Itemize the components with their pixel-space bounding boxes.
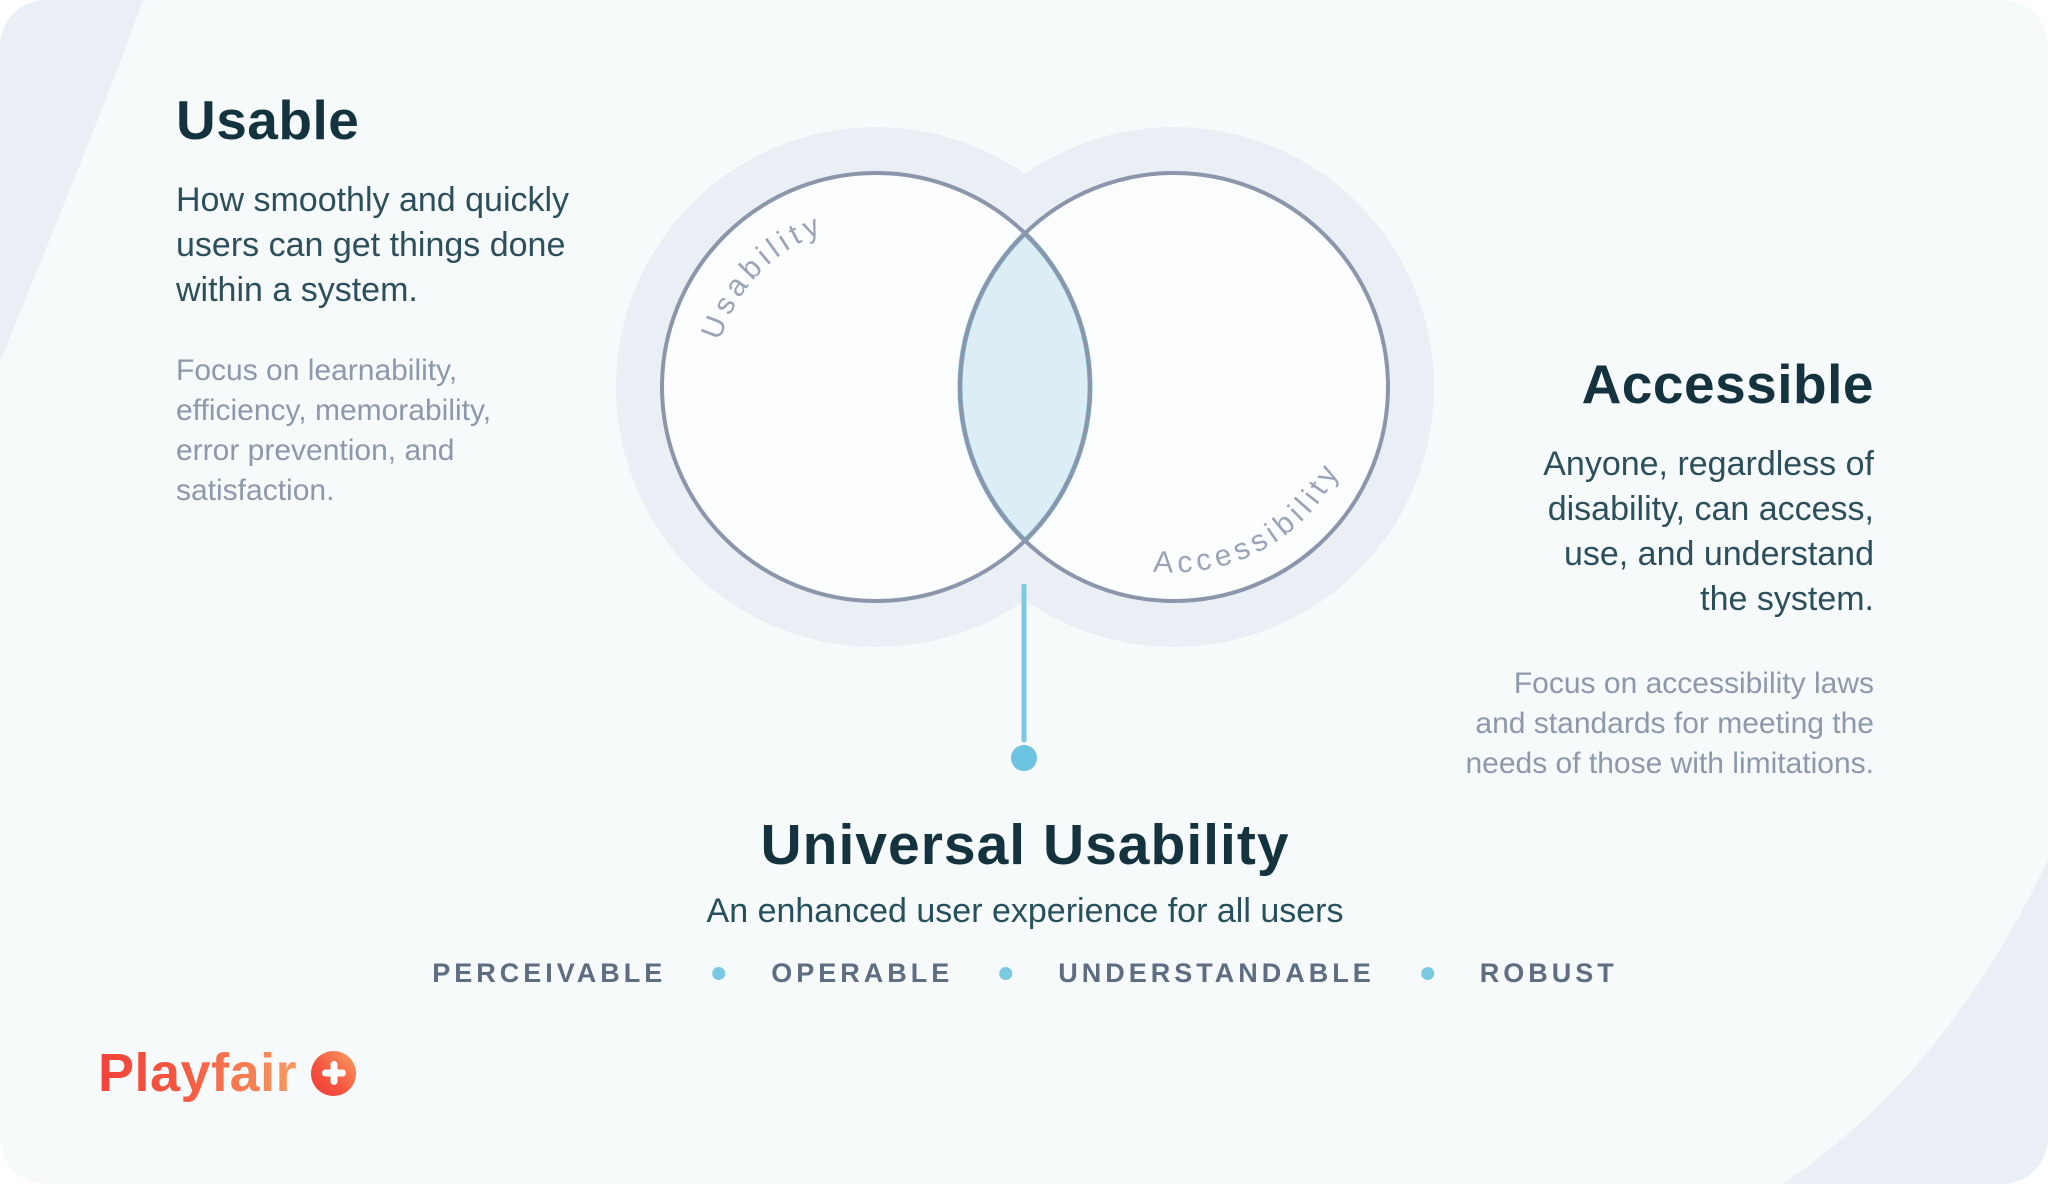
principle-understandable: UNDERSTANDABLE [1058, 958, 1375, 988]
topleft-swoosh [0, 0, 143, 362]
playfair-logo: Playfair [98, 1042, 357, 1104]
usability-circle [660, 171, 1092, 603]
playfair-logo-text: Playfair [98, 1043, 298, 1103]
bullet-icon [712, 967, 726, 980]
accessible-panel: Accessible Anyone, regardless of disabil… [1374, 352, 1874, 784]
plus-icon [311, 1050, 357, 1096]
usable-focus-note: Focus on learnability, efficiency, memor… [176, 354, 492, 507]
universal-usability-title: Universal Usability [760, 813, 1290, 877]
accessible-focus-note: Focus on accessibility laws and standard… [1465, 667, 1874, 780]
connector-dot-icon [1011, 745, 1037, 771]
principle-perceivable: PERCEIVABLE [432, 958, 667, 988]
bullet-icon [1420, 967, 1434, 980]
principles-row: PERCEIVABLE OPERABLE UNDERSTANDABLE ROBU… [432, 958, 1618, 989]
universal-usability-subtitle: An enhanced user experience for all user… [706, 892, 1344, 930]
principle-robust: ROBUST [1479, 958, 1618, 988]
bottomright-swoosh [1783, 860, 2048, 1184]
bullet-icon [999, 967, 1013, 980]
universal-usability-block: Universal Usability An enhanced user exp… [707, 812, 1344, 931]
usable-title: Usable [176, 89, 360, 151]
right-circle-fill [960, 173, 1388, 601]
accessibility-circle [958, 171, 1390, 603]
accessible-title: Accessible [1581, 353, 1874, 415]
left-circle-fill [662, 173, 1090, 601]
accessible-description: Anyone, regardless of disability, can ac… [1543, 445, 1874, 618]
principle-operable: OPERABLE [771, 958, 954, 988]
usable-description: How smoothly and quickly users can get t… [176, 181, 570, 309]
usable-panel: Usable How smoothly and quickly users ca… [176, 88, 656, 511]
